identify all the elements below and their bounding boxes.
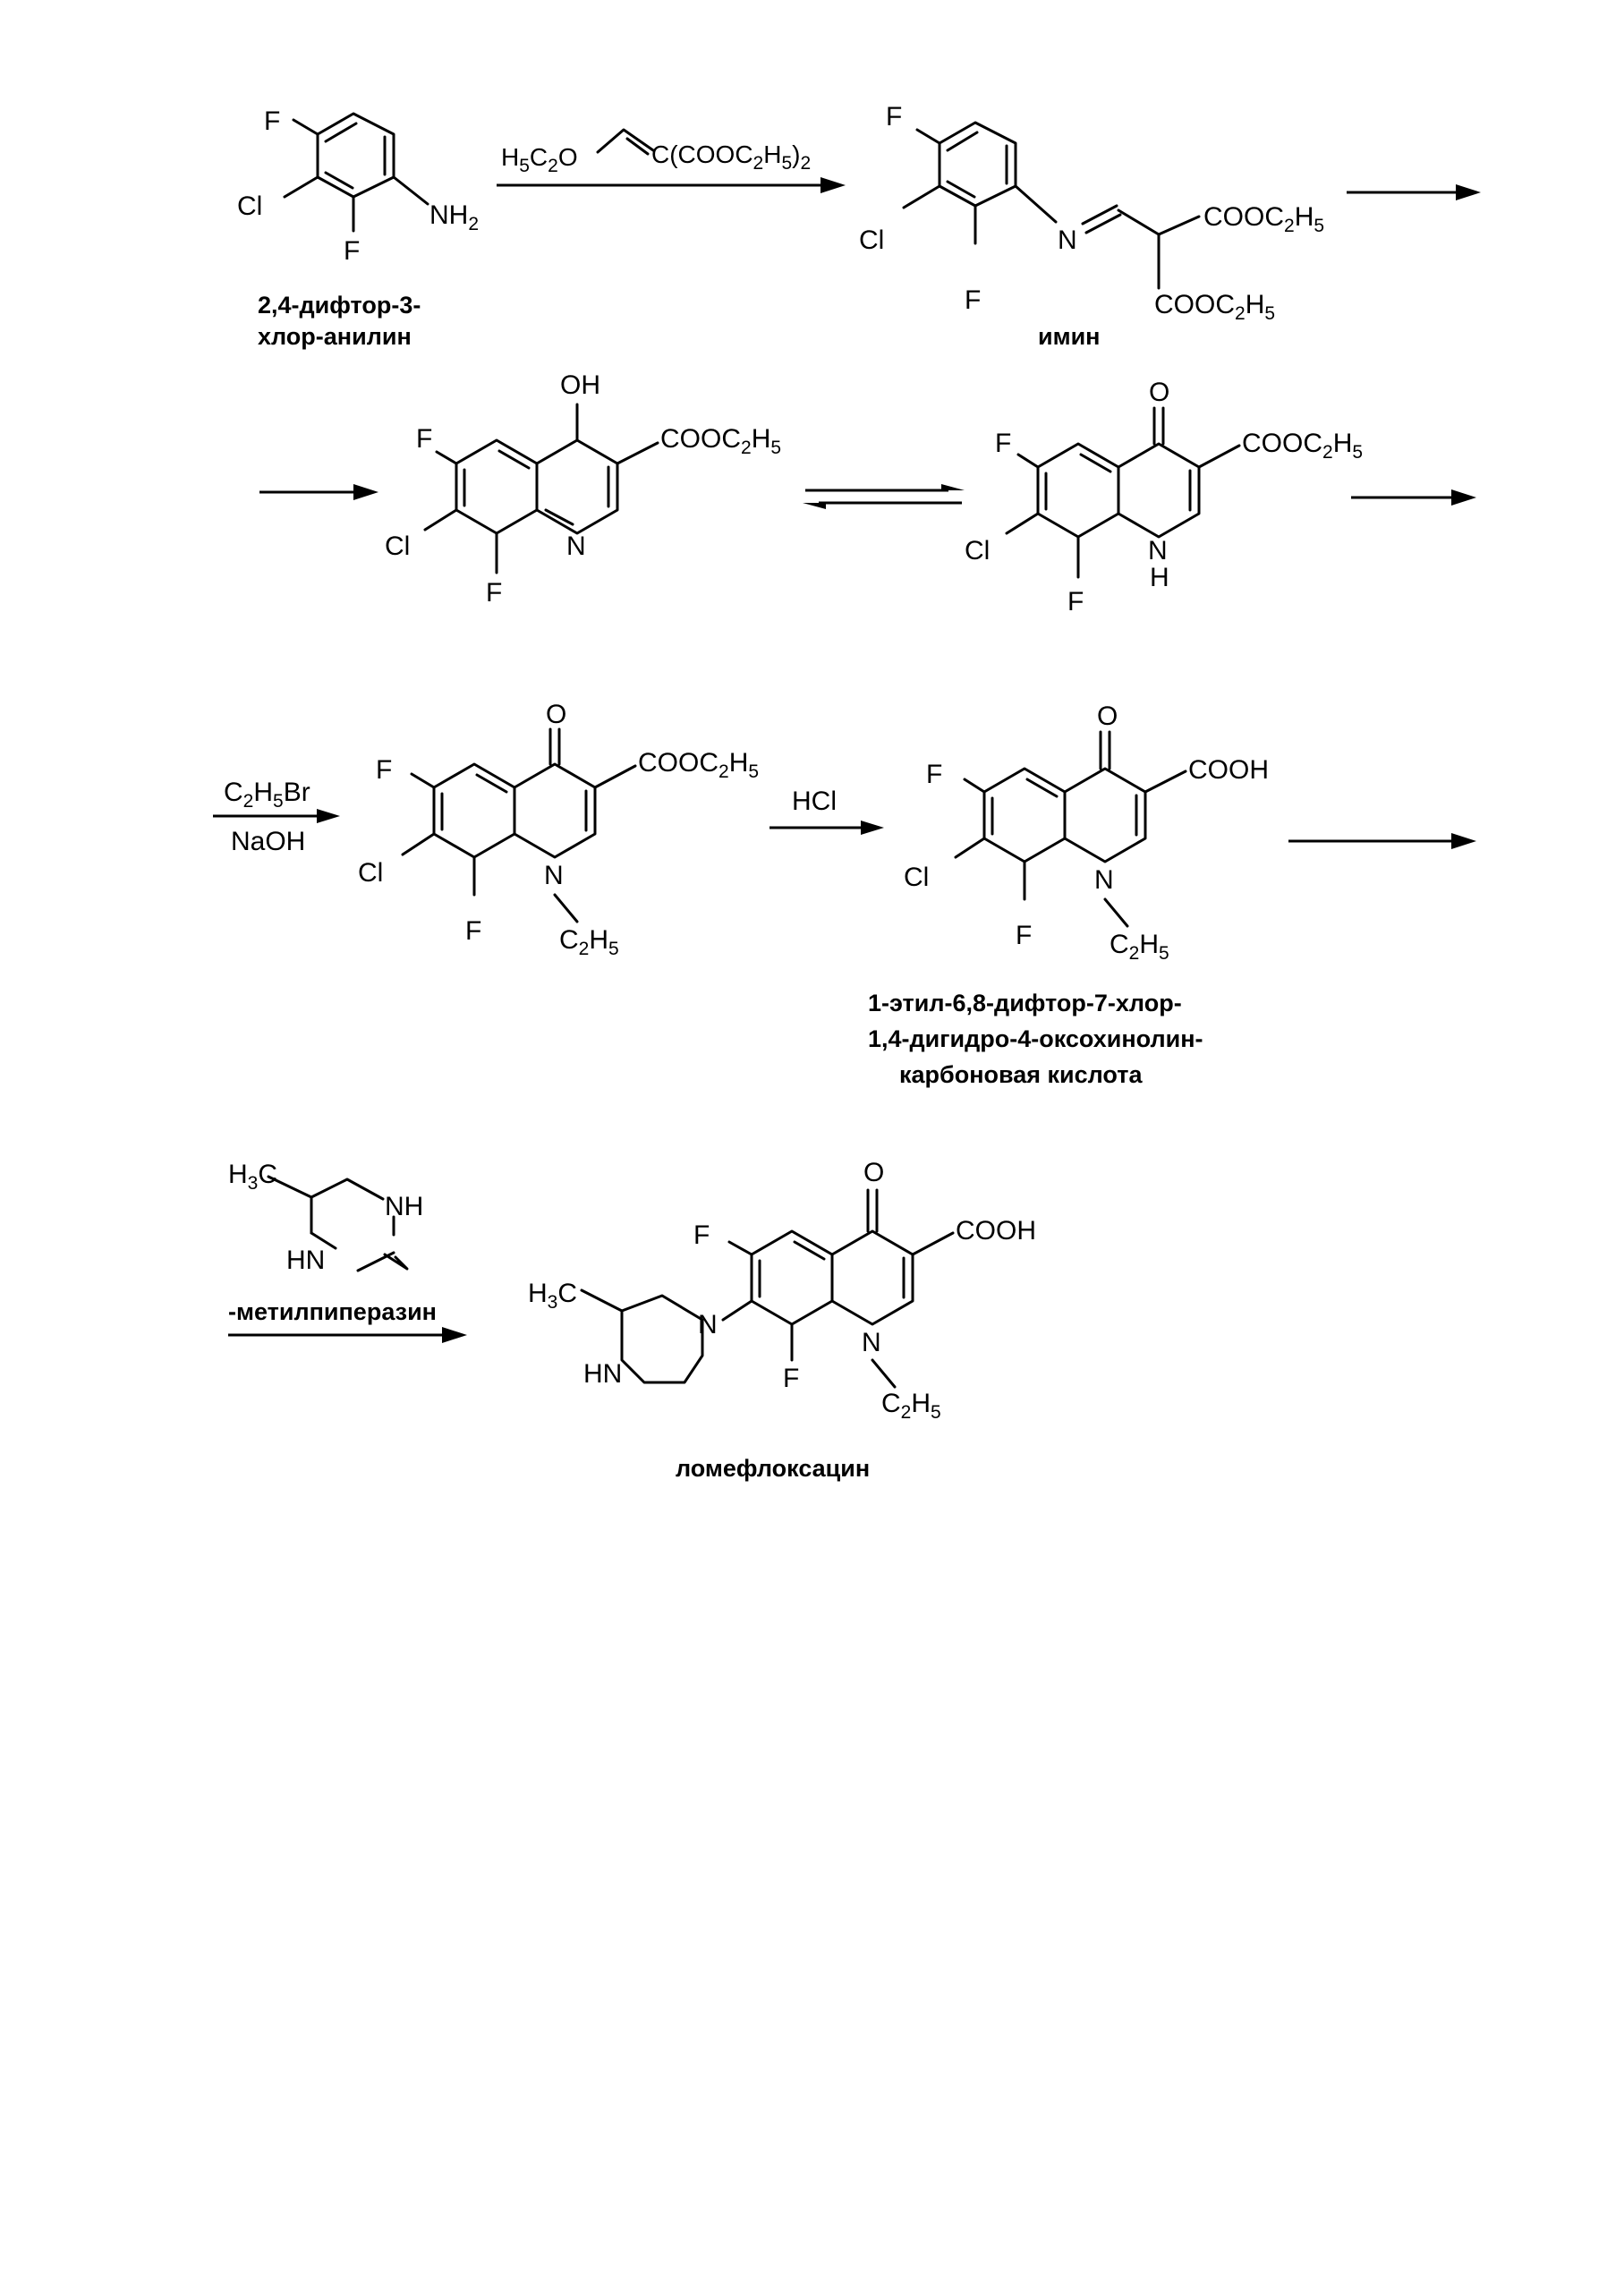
atom-F: F bbox=[886, 102, 902, 132]
atom-F: F bbox=[264, 106, 280, 136]
atom-N: N bbox=[566, 531, 586, 561]
caption-start-line2: хлор-анилин bbox=[258, 323, 412, 350]
atom-F: F bbox=[416, 424, 432, 454]
group-COOEt: COOC2H5 bbox=[1242, 429, 1363, 463]
reagent-base: NaOH bbox=[231, 827, 305, 856]
atom-Cl: Cl bbox=[965, 536, 990, 565]
atom-N: N bbox=[862, 1328, 881, 1357]
group-ethyl: C2H5 bbox=[1110, 930, 1169, 964]
reagent-methylpiperazine: H3C NH HN -метилпиперазин bbox=[228, 1160, 467, 1343]
atom-Cl: Cl bbox=[358, 858, 383, 888]
group-COOEt: COOC2H5 bbox=[638, 748, 759, 782]
reaction-arrow-3 bbox=[259, 484, 378, 500]
molecule-difluorochloroaniline: F Cl F NH2 2,4-дифтор-3- хлор-анилин bbox=[237, 106, 479, 350]
molecule-imine: F Cl F N COOC2H5 COOC2H5 имин bbox=[859, 102, 1324, 350]
group-COOEt: COOC2H5 bbox=[660, 424, 781, 458]
atom-F: F bbox=[995, 429, 1011, 458]
atom-H: H bbox=[1150, 563, 1169, 592]
atom-OH: OH bbox=[560, 370, 600, 400]
atom-F: F bbox=[926, 760, 942, 789]
atom-O: O bbox=[1149, 378, 1169, 407]
equilibrium-arrow bbox=[803, 484, 965, 509]
group-ethyl: C2H5 bbox=[881, 1389, 941, 1423]
group-methyl: H3C bbox=[228, 1160, 277, 1194]
reaction-arrow-2 bbox=[1347, 184, 1481, 200]
atom-O: O bbox=[1097, 702, 1118, 731]
atom-NH: NH bbox=[385, 1192, 423, 1221]
caption-start-line1: 2,4-дифтор-3- bbox=[258, 292, 421, 319]
atom-HN: HN bbox=[286, 1246, 325, 1275]
molecule-n-ethyl-ester: O COOC2H5 F Cl F N C2H5 bbox=[358, 700, 759, 959]
group-COOH: COOH bbox=[1188, 755, 1269, 785]
reagent-ethoxymethylene-malonate: H5C2O bbox=[501, 143, 578, 176]
atom-F: F bbox=[344, 236, 360, 266]
atom-Cl: Cl bbox=[385, 531, 410, 561]
reaction-arrow-6: HCl bbox=[769, 787, 884, 835]
atom-F: F bbox=[376, 755, 392, 785]
reaction-arrow-1: H5C2O C(COOC2H5)2 bbox=[497, 128, 846, 193]
molecule-quinolone-acid: O COOH F Cl F N C2H5 1-этил-6,8-дифтор-7… bbox=[868, 702, 1269, 1088]
reagent-piperazine-label: -метилпиперазин bbox=[228, 1298, 437, 1325]
caption-acid-line1: 1-этил-6,8-дифтор-7-хлор- bbox=[868, 990, 1182, 1016]
reagent-ethyl-bromide: C2H5Br bbox=[224, 778, 310, 812]
atom-O: O bbox=[546, 700, 566, 729]
caption-imine: имин bbox=[1038, 323, 1100, 350]
group-COOEt: COOC2H5 bbox=[1154, 290, 1275, 324]
group-methyl: H3C bbox=[528, 1279, 577, 1313]
atom-N: N bbox=[1094, 865, 1114, 895]
group-ethyl: C2H5 bbox=[559, 925, 619, 959]
atom-F: F bbox=[1067, 587, 1084, 617]
caption-acid-line2: 1,4-дигидро-4-оксохинолин- bbox=[868, 1025, 1203, 1052]
atom-Cl: Cl bbox=[237, 191, 262, 221]
reaction-arrow-7 bbox=[1288, 833, 1476, 849]
reagent-acid: HCl bbox=[792, 787, 837, 816]
molecule-oxoquinoline-ester: O COOC2H5 F Cl F N H bbox=[965, 378, 1363, 617]
reagent-malonate-tail: C(COOC2H5)2 bbox=[651, 140, 811, 174]
atom-N: N bbox=[1058, 225, 1077, 255]
atom-O: O bbox=[863, 1158, 884, 1187]
reaction-arrow-4 bbox=[1351, 489, 1476, 506]
group-COOH: COOH bbox=[956, 1216, 1036, 1246]
atom-Cl: Cl bbox=[859, 225, 884, 255]
atom-F: F bbox=[1016, 921, 1032, 950]
group-COOEt: COOC2H5 bbox=[1203, 202, 1324, 236]
atom-F: F bbox=[465, 916, 481, 946]
caption-product: ломефлоксацин bbox=[676, 1455, 870, 1482]
atom-F: F bbox=[783, 1364, 799, 1393]
caption-acid-line3: карбоновая кислота bbox=[899, 1061, 1143, 1088]
atom-NH2: NH2 bbox=[429, 200, 479, 234]
molecule-lomefloxacin: O COOH F N F N C2H5 H3C HN ломефлоксацин bbox=[528, 1158, 1036, 1482]
atom-N: N bbox=[1148, 536, 1168, 565]
molecule-hydroxyquinoline-ester: OH COOC2H5 F Cl F N bbox=[385, 370, 781, 608]
atom-F: F bbox=[693, 1220, 710, 1250]
atom-N: N bbox=[544, 861, 564, 890]
atom-HN: HN bbox=[583, 1359, 622, 1389]
reaction-arrow-5: C2H5Br NaOH bbox=[213, 778, 340, 856]
atom-F: F bbox=[486, 578, 502, 608]
atom-F: F bbox=[965, 285, 981, 315]
atom-Cl: Cl bbox=[904, 863, 929, 892]
atom-N: N bbox=[698, 1310, 718, 1339]
